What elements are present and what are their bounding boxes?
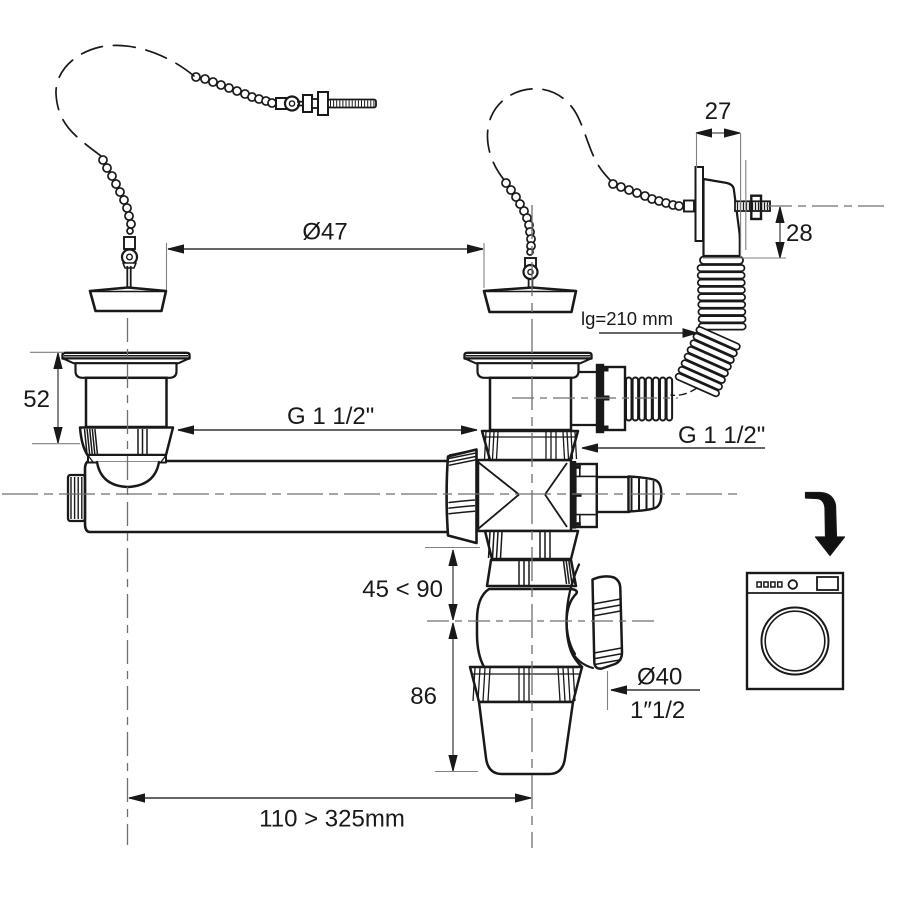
svg-text:110 > 325mm: 110 > 325mm [259, 806, 405, 833]
svg-text:G 1 1/2": G 1 1/2" [678, 422, 765, 449]
svg-text:52: 52 [23, 386, 50, 413]
svg-text:27: 27 [705, 98, 732, 125]
svg-text:G 1 1/2": G 1 1/2" [287, 403, 374, 430]
svg-text:28: 28 [786, 220, 813, 247]
svg-text:Ø47: Ø47 [302, 219, 347, 246]
svg-text:1″1/2: 1″1/2 [630, 697, 685, 724]
svg-text:lg=210 mm: lg=210 mm [581, 308, 673, 329]
svg-text:Ø40: Ø40 [637, 664, 682, 691]
svg-text:45 < 90: 45 < 90 [362, 576, 443, 603]
svg-text:86: 86 [410, 683, 437, 710]
